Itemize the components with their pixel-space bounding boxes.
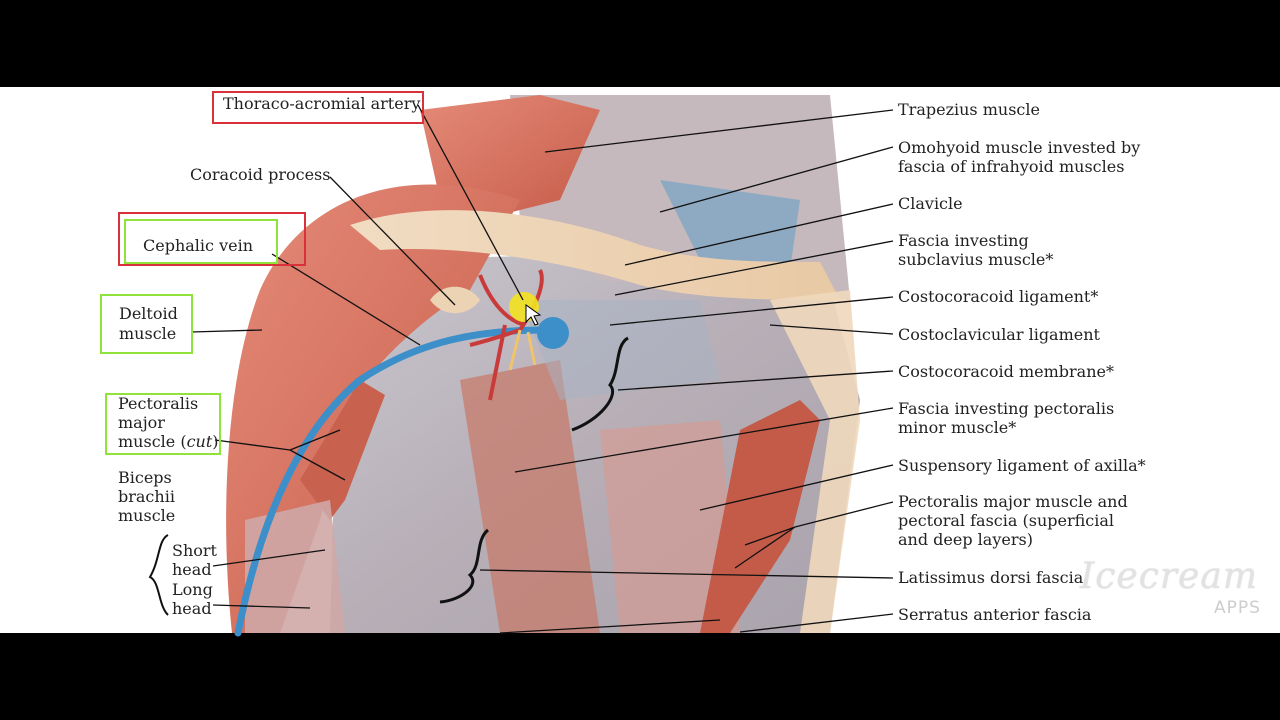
- label-omohyoid-line2: fascia of infrahyoid muscles: [898, 157, 1125, 176]
- trapezius-muscle: [420, 95, 600, 215]
- label-pectoralis-line3b: cut: [186, 432, 213, 451]
- label-pectoralis-line3: muscle (cut): [118, 432, 219, 451]
- highlight-box-thoraco-acromial: [212, 91, 424, 124]
- pectoralis-major-cut: [300, 380, 385, 520]
- serratus-muscle: [600, 420, 740, 633]
- highlight-box-pectoralis: [105, 393, 221, 455]
- brace-pectoral: [439, 528, 490, 604]
- label-omohyoid-line1: Omohyoid muscle invested by: [898, 138, 1141, 157]
- label-costocoracoid-membrane: Costocoracoid membrane*: [898, 362, 1114, 381]
- label-long-head-line2: head: [172, 599, 212, 618]
- label-pectoralis-line3c: ): [212, 432, 219, 451]
- label-deltoid-line2: muscle: [119, 324, 177, 343]
- nerve-branches: [508, 329, 537, 371]
- label-deltoid-line1: Deltoid: [119, 304, 178, 323]
- label-coracoid-process: Coracoid process: [190, 165, 331, 184]
- label-latissimus: Latissimus dorsi fascia: [898, 568, 1084, 587]
- label-fascia-subclavius-line1: Fascia investing: [898, 231, 1029, 250]
- label-trapezius: Trapezius muscle: [898, 100, 1040, 119]
- label-pec-major-fascia-line3: and deep layers): [898, 530, 1033, 549]
- label-pectoralis-line2: major: [118, 413, 165, 432]
- label-pec-major-fascia-line2: pectoral fascia (superficial: [898, 511, 1115, 530]
- label-fascia-subclavius-line2: subclavius muscle*: [898, 250, 1054, 269]
- highlight-box-cephalic-red: [118, 212, 306, 266]
- highlight-box-cephalic-green: [124, 219, 278, 264]
- watermark-sub: APPS: [1214, 598, 1261, 618]
- label-fascia-pec-minor-line2: minor muscle*: [898, 418, 1017, 437]
- label-serratus: Serratus anterior fascia: [898, 605, 1092, 624]
- label-pectoralis-line1: Pectoralis: [118, 394, 199, 413]
- label-pec-major-fascia-line1: Pectoralis major muscle and: [898, 492, 1128, 511]
- shoulder-right-bone: [770, 290, 860, 633]
- label-cephalic-vein: Cephalic vein: [143, 236, 254, 255]
- label-suspensory-ligament: Suspensory ligament of axilla*: [898, 456, 1146, 475]
- brace-biceps: [148, 534, 169, 616]
- label-thoraco-acromial-artery: Thoraco-acromial artery: [223, 94, 421, 113]
- label-clavicle: Clavicle: [898, 194, 963, 213]
- label-biceps-line1: Biceps: [118, 468, 172, 487]
- mouse-cursor-icon: [525, 304, 542, 326]
- thoraco-acromial-artery-vessel: [469, 269, 544, 401]
- label-costocoracoid-ligament: Costocoracoid ligament*: [898, 287, 1099, 306]
- highlight-box-deltoid: [100, 294, 193, 354]
- watermark-brand: Icecream: [1080, 556, 1258, 597]
- leader-lines: [190, 104, 894, 634]
- pec-minor-muscle: [460, 360, 600, 633]
- biceps-area: [245, 500, 345, 633]
- clavicle-bone: [350, 210, 840, 300]
- label-short-head-line1: Short: [172, 541, 217, 560]
- brace-costocoracoid: [571, 336, 629, 432]
- label-biceps-line3: muscle: [118, 506, 176, 525]
- axillary-vein: [537, 317, 569, 349]
- cephalic-vein: [234, 326, 549, 637]
- label-short-head-line2: head: [172, 560, 212, 579]
- label-fascia-pec-minor-line1: Fascia investing pectoralis: [898, 399, 1115, 418]
- label-long-head-line1: Long: [172, 580, 213, 599]
- label-pectoralis-line3a: muscle (: [118, 432, 187, 451]
- label-costoclavicular-ligament: Costoclavicular ligament: [898, 325, 1100, 344]
- label-biceps-line2: brachii: [118, 487, 175, 506]
- coracoid-bone: [430, 286, 480, 314]
